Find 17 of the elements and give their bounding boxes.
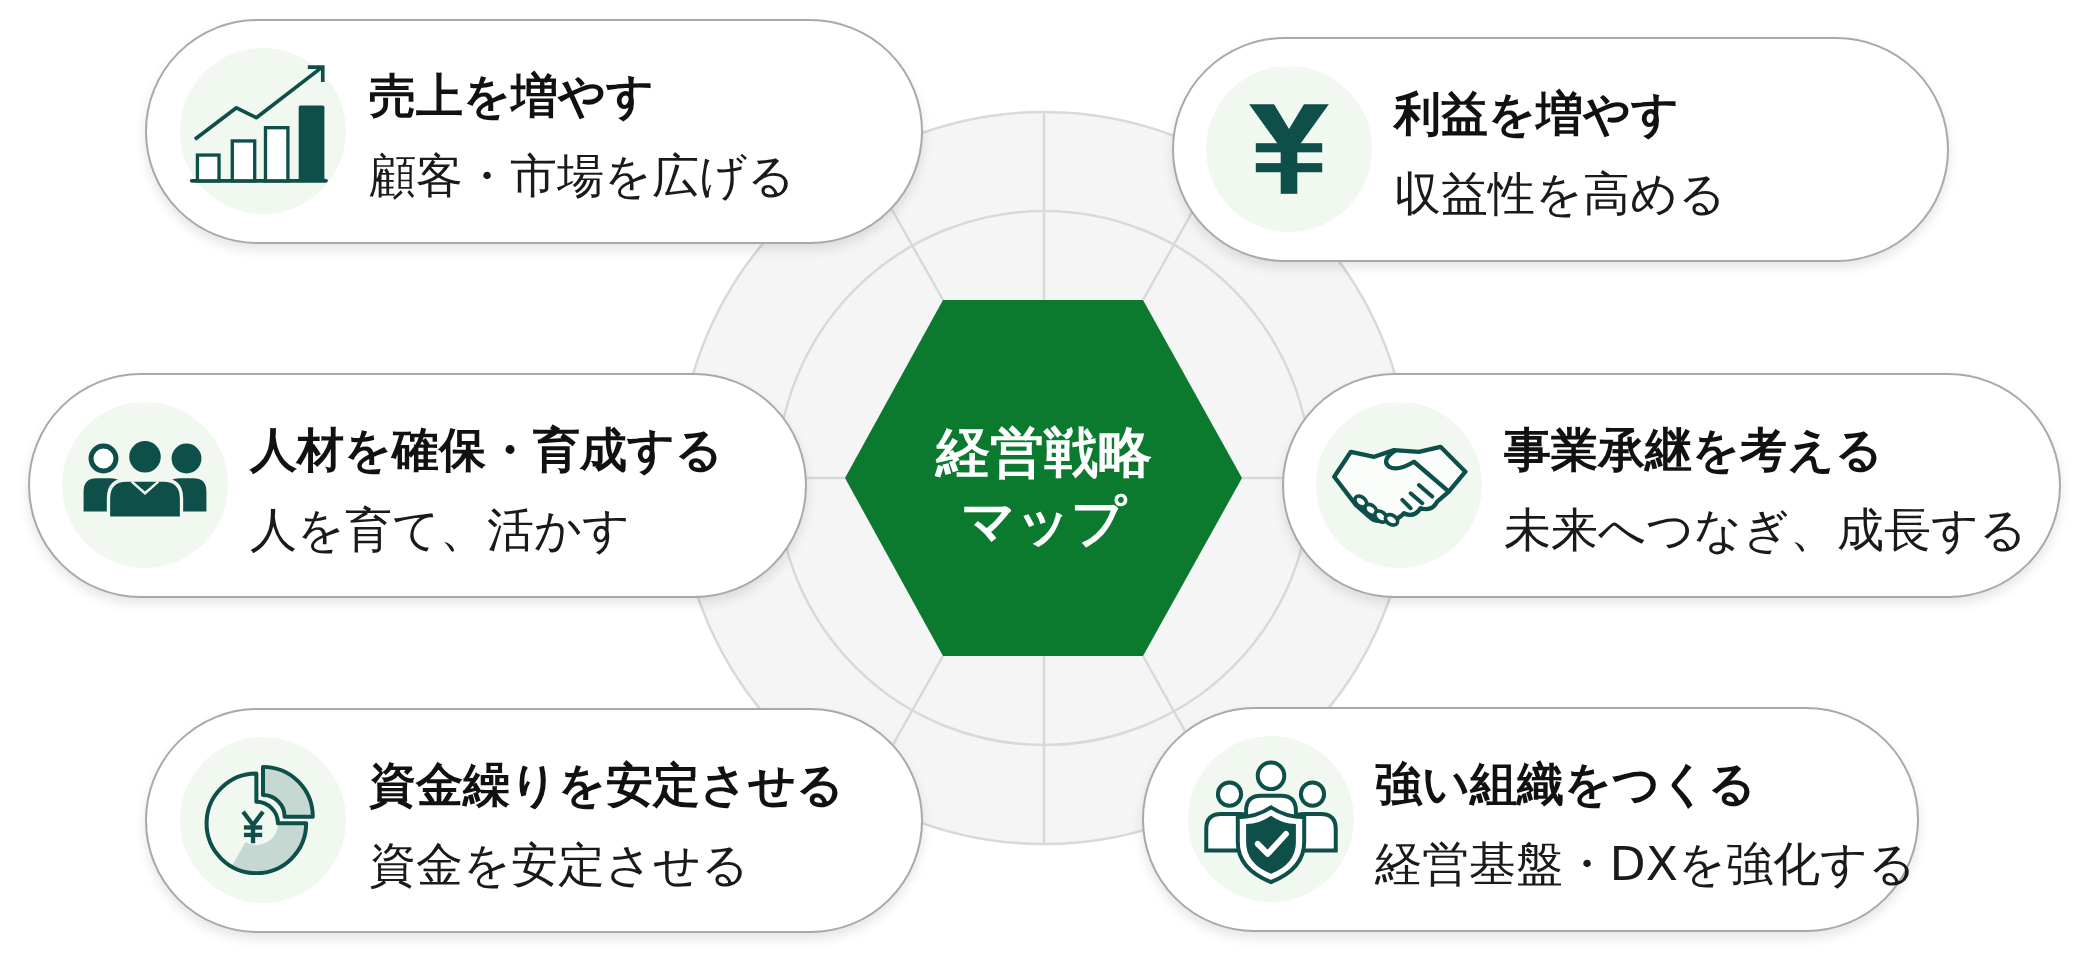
subtitle-text: 顧客・市場を広げる	[368, 148, 795, 204]
connector-line	[1141, 655, 1187, 732]
title-text: 利益を増やす	[1393, 86, 1679, 142]
connector-line	[890, 208, 945, 301]
title-text: 資金繰りを安定させる	[368, 757, 844, 813]
title-text: 売上を増やす	[368, 68, 654, 124]
subtitle-text: 経営基盤・DXを強化する	[1374, 836, 1916, 892]
title-text: 人材を確保・育成する	[249, 422, 723, 478]
subtitle-text: 人を育て、活かす	[249, 502, 630, 558]
connector-line	[892, 655, 945, 745]
connector-line	[1141, 212, 1193, 301]
title-text: 強い組織をつくる	[1374, 756, 1756, 812]
subtitle-text: 未来へつなぎ、成長する	[1503, 502, 2027, 558]
center-title: 経営戦略マップ	[933, 420, 1153, 555]
title-text: 事業承継を考える	[1503, 422, 1883, 478]
subtitle-text: 資金を安定させる	[368, 837, 749, 893]
subtitle-text: 収益性を高める	[1393, 166, 1726, 222]
